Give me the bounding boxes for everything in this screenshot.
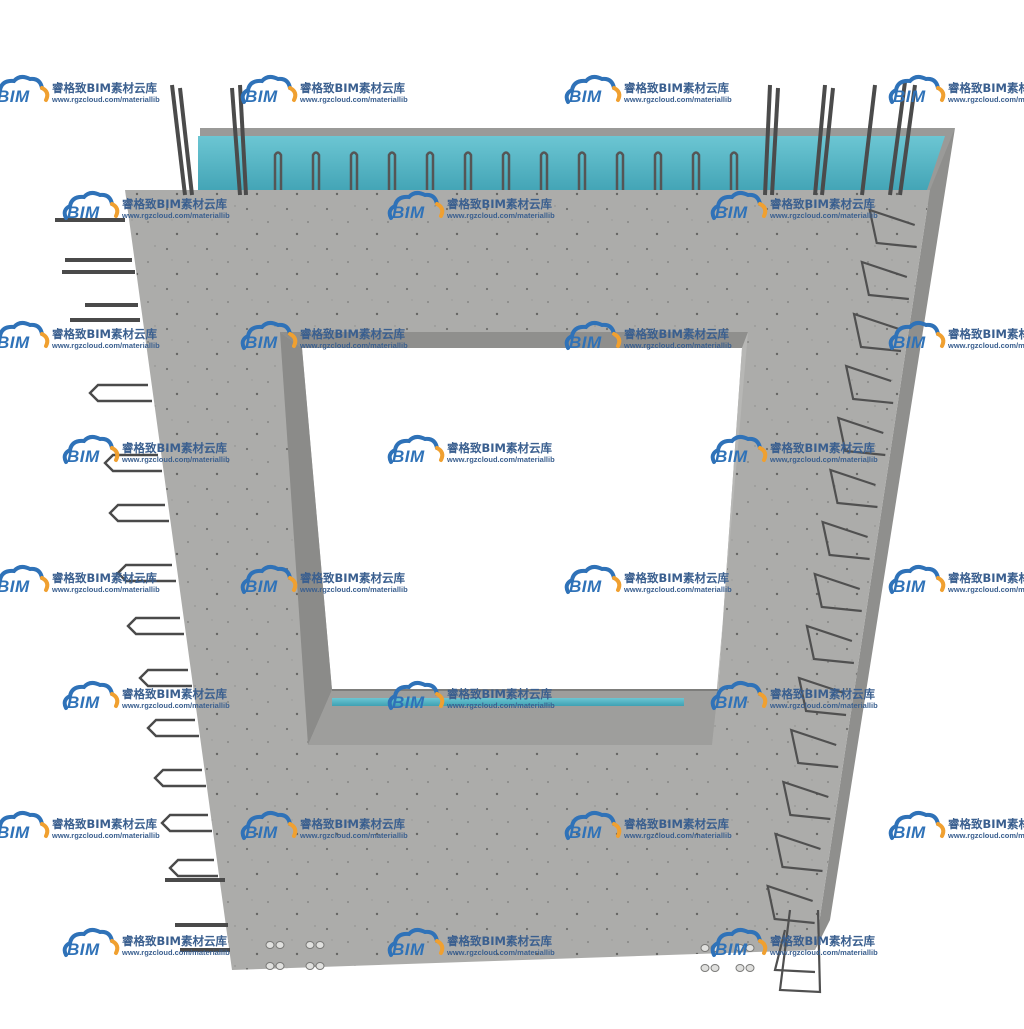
grout-sleeve (710, 944, 720, 952)
left-rebar-loop (146, 718, 199, 738)
right-rebar-loops (766, 208, 917, 994)
left-rebar-loop (138, 668, 192, 688)
grout-sleeve (710, 964, 720, 972)
grout-sleeve (735, 964, 745, 972)
vertical-rebar (860, 84, 877, 196)
grout-sleeve (305, 962, 315, 970)
left-rebar-loop (168, 858, 218, 878)
right-rebar-loop (868, 208, 917, 249)
grout-sleeve (745, 964, 755, 972)
vertical-rebar (230, 87, 242, 196)
vertical-rebar (170, 84, 187, 196)
grout-sleeve (735, 944, 745, 952)
grout-sleeve (315, 962, 325, 970)
right-rebar-loop (789, 728, 839, 769)
right-rebar-loop (773, 929, 816, 974)
right-rebar-loop (844, 364, 894, 405)
grout-sleeve (305, 941, 315, 949)
vertical-rebar (770, 87, 780, 196)
top-loop-rebar (729, 151, 739, 196)
vertical-top-rebars (170, 81, 917, 196)
left-rebar-loop (153, 768, 206, 788)
right-rebar-loop (852, 312, 902, 353)
left-rebar-loop (126, 616, 184, 636)
top-loop-rebar (577, 151, 587, 196)
vertical-rebar (178, 87, 194, 196)
grout-sleeve (265, 962, 275, 970)
top-loop-rebar (387, 151, 397, 196)
right-rebar-loop (860, 260, 909, 301)
right-rebar-loop (805, 624, 855, 665)
grout-sleeve (315, 941, 325, 949)
top-loop-rebar (311, 151, 321, 196)
right-rebar-loop (828, 468, 878, 509)
grout-sleeve (700, 964, 710, 972)
top-loop-rebar (501, 151, 511, 196)
left-rebar-loop (88, 383, 152, 403)
top-loop-rebar (615, 151, 625, 196)
right-rebar-loop (778, 909, 822, 994)
top-loop-rebar (273, 151, 283, 196)
left-rebar-loop (108, 503, 169, 523)
left-rebar-loop (160, 813, 212, 833)
right-rebar-loop (781, 780, 831, 821)
right-rebar-loop (774, 832, 823, 873)
grout-sleeve (700, 944, 710, 952)
right-rebar-loop (766, 884, 815, 925)
top-loop-rebar (539, 151, 549, 196)
grout-sleeve (745, 944, 755, 952)
left-rebar-loop (116, 563, 176, 583)
top-loop-rebar (691, 151, 701, 196)
right-rebar-loop (797, 676, 847, 717)
grout-sleeve (275, 962, 285, 970)
window-sill-insulation (332, 698, 684, 706)
top-loop-rebar (653, 151, 663, 196)
top-loop-rebar (349, 151, 359, 196)
vertical-rebar (813, 84, 827, 196)
left-rebar-loop (103, 453, 162, 473)
grout-sleeve (275, 941, 285, 949)
insulation-layer (198, 136, 945, 196)
right-rebar-loop (813, 572, 862, 613)
window-reveal-left (280, 332, 332, 745)
right-rebar-loop (821, 520, 870, 561)
right-rebar-loop (836, 416, 886, 457)
window-reveal-top (280, 332, 748, 348)
wall-front-face (125, 190, 930, 970)
left-rebar-stubs (55, 218, 230, 952)
top-loop-rebars (273, 151, 739, 196)
vertical-rebar (763, 84, 772, 196)
top-loop-rebar (425, 151, 435, 196)
top-loop-rebar (463, 151, 473, 196)
grout-sleeve (265, 941, 275, 949)
vertical-rebar (820, 87, 835, 196)
